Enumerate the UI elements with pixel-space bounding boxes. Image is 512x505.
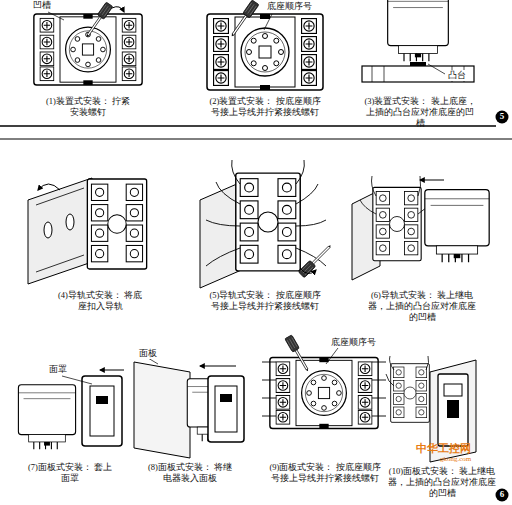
part-label: 凸台: [447, 70, 467, 81]
part-label: 凹槽: [32, 0, 52, 11]
part-label: 底座顺序号: [330, 337, 377, 348]
step-caption: (3)装置式安装： 装上底座，上插的凸台应对准底座的凹槽: [363, 96, 477, 129]
page-number: 6: [496, 489, 508, 501]
watermark: 中华工控网: [416, 441, 471, 455]
step-caption: (6)导轨式安装： 装上继电器，上插的凸台应对准底座的凹槽: [365, 290, 479, 323]
step-caption: (8)面板式安装： 将继电器装入面板: [145, 462, 235, 484]
watermark: gkong.com: [440, 455, 471, 464]
step-caption: (5)导轨式安装： 按底座顺序号接上导线并拧紧接线螺钉: [209, 290, 321, 312]
part-label: 底座顺序号: [266, 1, 313, 12]
step-caption: (4)导轨式安装： 将底座扣入导轨: [57, 290, 143, 312]
part-label: 面罩: [48, 364, 68, 375]
page-number: 5: [496, 111, 508, 123]
part-label: 面板: [138, 348, 158, 359]
step-caption: (7)面板式安装： 套上面罩: [27, 462, 113, 484]
step-caption: (9)面板式安装： 按底座顺序号接上导线并拧紧接线螺钉: [269, 462, 381, 484]
step-caption: (1)装置式安装： 拧紧安装螺钉: [45, 96, 131, 118]
step-caption: (10)面板式安装： 装上继电器，上插的凸台应对准底座的凹槽: [386, 466, 498, 499]
step-caption: (2)装置式安装： 按底座顺序号接上导线并拧紧接线螺钉: [209, 96, 321, 118]
